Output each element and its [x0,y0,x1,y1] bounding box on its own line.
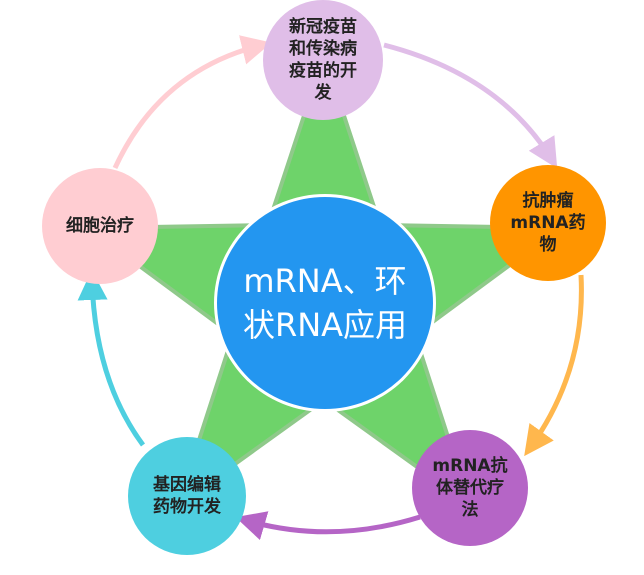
node-gene-editing[interactable]: 基因编辑 药物开发 [128,437,246,555]
node-label: 和传染病 [289,39,357,59]
node-label: mRNA药 [510,213,586,233]
node-label: 法 [461,500,479,520]
node-label: 体替代疗 [436,478,504,498]
node-label: 疫苗的开 [289,61,357,81]
node-label: 新冠疫苗 [289,17,357,37]
node-antibody-therapy[interactable]: mRNA抗 体替代疗 法 [412,430,528,546]
arrow-antitumor-to-antibody [524,274,584,457]
node-covid-vaccine[interactable]: 新冠疫苗 和传染病 疫苗的开 发 [263,0,383,120]
arrow-covid-to-antitumor [383,42,558,169]
node-label: 药物开发 [153,497,221,517]
node-label: mRNA抗 [432,456,508,476]
center-node[interactable]: mRNA、环 状RNA应用 [214,194,436,412]
node-label: 抗肿瘤 [522,191,574,211]
arrow-geneediting-to-cell [77,270,146,447]
node-label: 发 [314,83,332,103]
center-label-line1: mRNA、环 [243,262,407,300]
node-label: 基因编辑 [153,475,221,495]
center-label-line2: 状RNA应用 [242,306,408,344]
node-label: 物 [539,235,557,255]
arrow-antibody-to-geneediting [235,511,421,541]
node-anti-tumor[interactable]: 抗肿瘤 mRNA药 物 [490,165,606,281]
arrow-cell-to-covid [112,35,272,170]
node-cell-therapy[interactable]: 细胞治疗 [42,168,158,284]
node-label: 细胞治疗 [66,216,134,236]
